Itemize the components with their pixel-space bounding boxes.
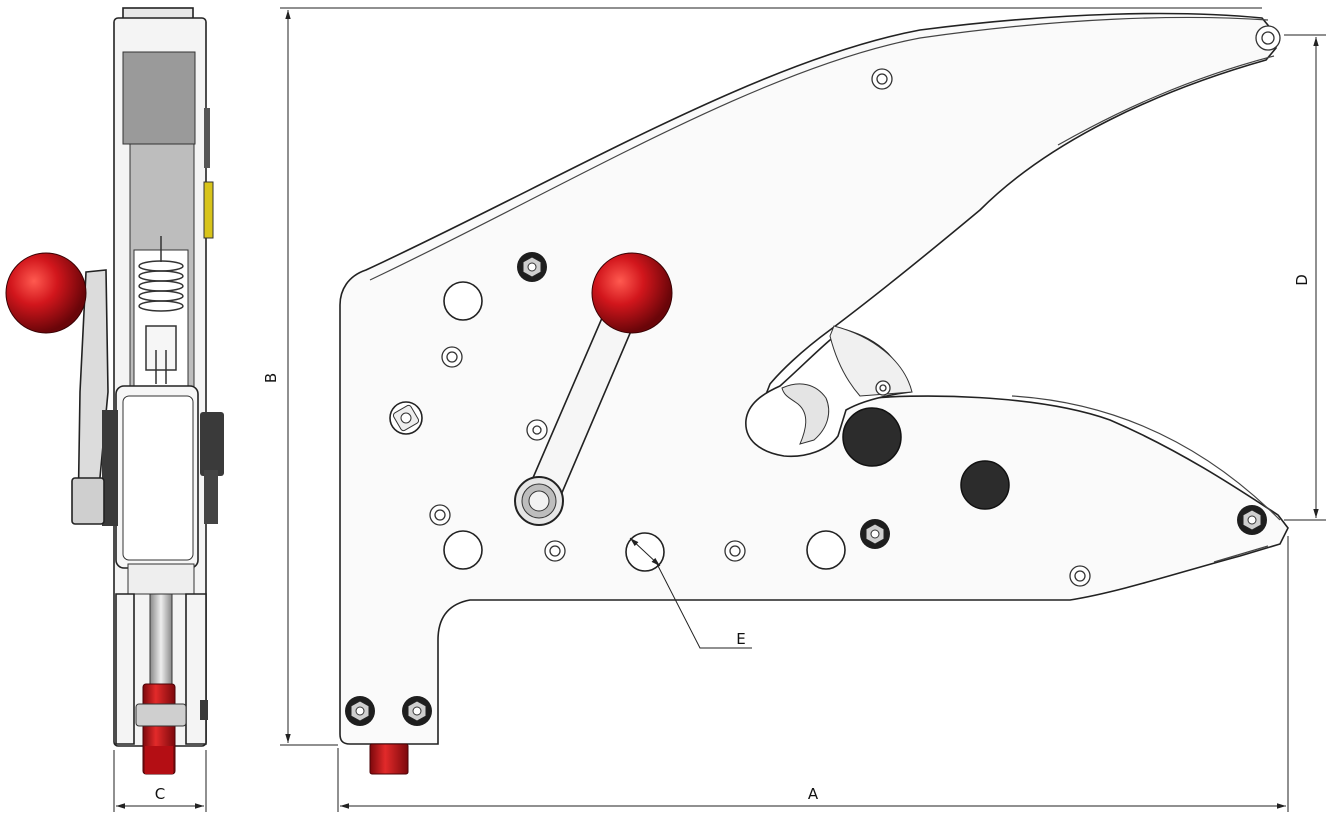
- hole-icon: [443, 530, 483, 570]
- hex-nut-icon: [517, 252, 547, 282]
- knob-icon[interactable]: [591, 252, 673, 334]
- side-plunger-collar: [135, 703, 187, 727]
- hex-nut-icon: [345, 696, 375, 726]
- side-view: [5, 7, 224, 775]
- side-yellow-tab: [203, 181, 214, 239]
- slotted-pin: [389, 401, 423, 435]
- lever-pivot-bolt: [528, 490, 550, 512]
- side-shaft: [149, 593, 173, 695]
- dark-button-upper[interactable]: [842, 407, 902, 467]
- lower-right-strip: [1213, 545, 1269, 563]
- front-red-plunger: [369, 743, 409, 775]
- side-bottom-dark: [200, 700, 208, 720]
- dimension-e-label: E: [736, 630, 745, 648]
- main-plate: [339, 12, 1289, 745]
- upper-edge-strip: [1057, 55, 1275, 146]
- front-view: [339, 12, 1289, 775]
- jaw-hook: [781, 383, 830, 445]
- dark-button-lower[interactable]: [960, 460, 1010, 510]
- dimension-d-label: D: [1293, 274, 1311, 286]
- lower-jaw-strip: [1011, 395, 1281, 521]
- dimension-a-label: A: [808, 785, 819, 803]
- dimension-c-label: C: [155, 785, 165, 803]
- side-dark-block-left: [102, 410, 118, 526]
- spring-icon: [138, 236, 184, 384]
- dimension-b-label: B: [262, 373, 280, 383]
- side-right-strip: [204, 108, 210, 168]
- side-jaw-legs: [115, 593, 207, 745]
- hex-nut-icon: [1237, 505, 1267, 535]
- side-grey-body: [122, 51, 196, 145]
- hex-nut-icon: [860, 519, 890, 549]
- dimension-e-leader: [655, 561, 752, 649]
- hole-icon: [443, 281, 483, 321]
- dimension-e-diameter: [629, 537, 661, 567]
- side-dark-block-right: [200, 412, 224, 476]
- side-lower-jaw: [127, 563, 195, 595]
- side-dark-block-right2: [204, 470, 218, 524]
- top-edge-strip: [369, 16, 1269, 281]
- dimension-lines: [113, 7, 1326, 812]
- side-knob-left: [71, 477, 105, 525]
- jaw-rotor: [829, 325, 913, 397]
- side-plunger-tip: [145, 746, 173, 774]
- side-clamp-face: [122, 395, 194, 561]
- hex-nut-icon: [402, 696, 432, 726]
- hole-icon: [806, 530, 846, 570]
- rivets: [429, 25, 1281, 587]
- side-red-knob: [5, 252, 87, 334]
